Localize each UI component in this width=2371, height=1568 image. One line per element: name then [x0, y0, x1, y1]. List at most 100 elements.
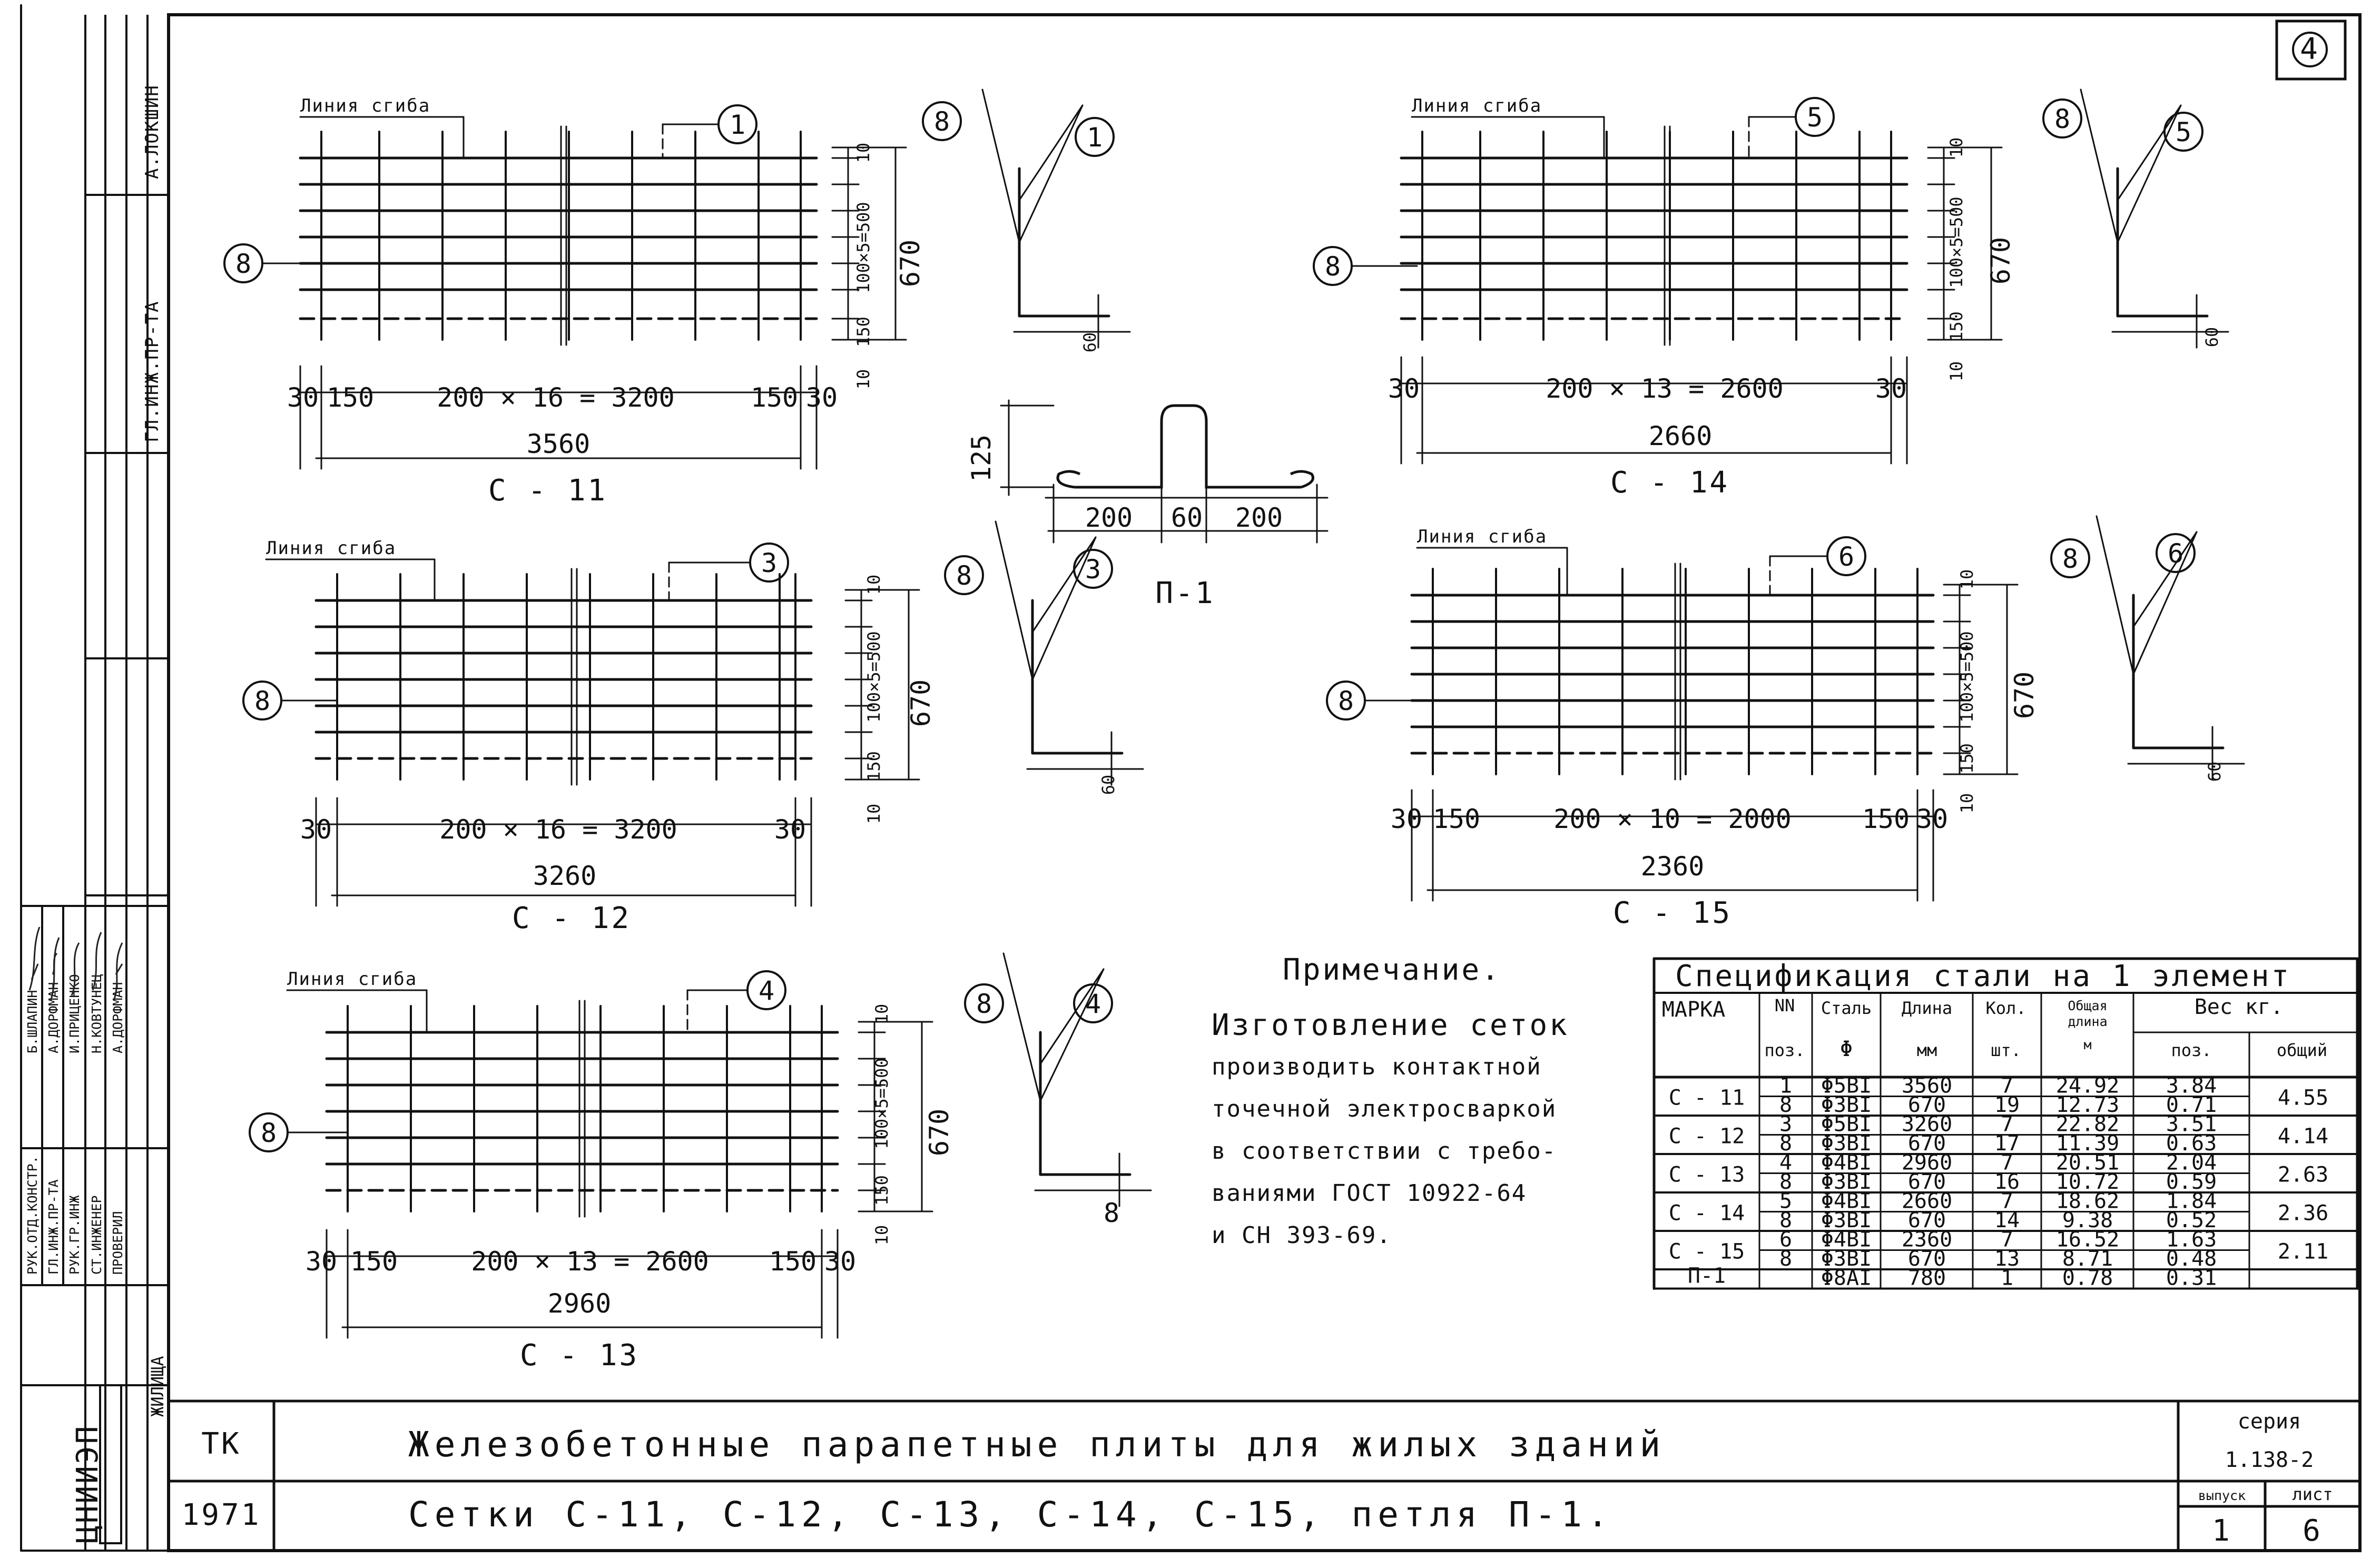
svg-text:150: 150	[1433, 804, 1480, 834]
sheet-number-corner: 4	[2275, 19, 2347, 81]
cross-marker-8: 8	[235, 249, 251, 279]
svg-text:5: 5	[2176, 117, 2191, 147]
spec-cell-w_pos: 0.52	[2166, 1208, 2217, 1232]
svg-text:С - 14: С - 14	[1610, 466, 1729, 500]
spec-total-weight: 4.55	[2278, 1086, 2328, 1110]
sheet-frame	[167, 13, 2362, 1552]
svg-text:100×5=500: 100×5=500	[853, 202, 873, 293]
svg-text:60: 60	[1098, 775, 1118, 795]
svg-text:100×5=500: 100×5=500	[864, 631, 884, 722]
spec-cell-length: 3560	[1902, 1074, 1952, 1098]
spec-cell-length: 780	[1908, 1266, 1946, 1290]
spec-cell-w_pos: 1.84	[2166, 1189, 2217, 1214]
spec-cell-pos: 4	[1779, 1151, 1792, 1175]
spec-mark: С - 13	[1669, 1163, 1745, 1187]
svg-text:8: 8	[976, 989, 992, 1019]
spec-cell-steel: Φ4ВI	[1821, 1151, 1872, 1175]
svg-text:60: 60	[2205, 762, 2225, 782]
spec-cell-length: 670	[1908, 1208, 1946, 1232]
spec-total-weight: 2.11	[2278, 1240, 2328, 1264]
strip-name-top: А.ЛОКШИН	[142, 84, 163, 179]
mesh-c-15-grid	[1364, 515, 2245, 902]
institute-stamp: ЦНИИЭП ЖИЛИЩА	[71, 1356, 168, 1544]
spec-cell-steel: Φ4ВI	[1821, 1228, 1872, 1252]
left-stamp-strip: А.ЛОКШИН ГЛ.ИНЖ.ПР-ТА РУК.ОТД.КОНСТР. ГЛ…	[21, 15, 169, 1551]
svg-text:30: 30	[300, 814, 332, 845]
svg-text:РУК.ГР.ИНЖ: РУК.ГР.ИНЖ	[67, 1195, 82, 1275]
mesh-c-15-drawing: Линия сгиба 6 8 30 150 200 × 10 = 2000 1…	[1326, 515, 2245, 930]
svg-text:100×5=500: 100×5=500	[1957, 631, 1977, 722]
spec-cell-length: 670	[1908, 1131, 1946, 1156]
svg-text:ПРОВЕРИЛ: ПРОВЕРИЛ	[110, 1211, 125, 1275]
svg-text:100×5=500: 100×5=500	[1946, 196, 1966, 288]
rod-marker-1: 1	[730, 110, 745, 140]
svg-text:670: 670	[1985, 237, 2016, 284]
svg-text:10: 10	[853, 143, 873, 163]
svg-text:150: 150	[1946, 311, 1966, 342]
svg-text:Вес кг.: Вес кг.	[2195, 995, 2284, 1019]
svg-text:2660: 2660	[1649, 421, 1712, 451]
svg-text:10: 10	[853, 369, 873, 390]
bend-line-label: Линия сгиба	[300, 95, 430, 116]
svg-text:Линия сгиба: Линия сгиба	[1417, 526, 1547, 547]
spec-mark: С - 12	[1669, 1125, 1745, 1149]
spec-cell-length: 2960	[1902, 1151, 1952, 1175]
svg-text:30: 30	[1916, 804, 1948, 834]
spec-cell-total_len: 9.38	[2062, 1208, 2113, 1232]
svg-text:А.ДОРФМАН: А.ДОРФМАН	[110, 982, 125, 1053]
svg-text:1: 1	[1087, 122, 1103, 153]
svg-text:8: 8	[2062, 544, 2078, 574]
spec-cell-qty: 13	[1994, 1247, 2020, 1271]
svg-text:ваниями ГОСТ 10922-64: ваниями ГОСТ 10922-64	[1212, 1180, 1527, 1207]
svg-text:60: 60	[1080, 332, 1100, 353]
mesh-c-11-drawing: Линия сгиба 1 8 30 150 200 × 16 = 3200 1…	[223, 88, 1131, 508]
svg-text:10: 10	[1957, 793, 1977, 814]
svg-text:4: 4	[759, 975, 774, 1006]
svg-text:Изготовление сеток: Изготовление сеток	[1212, 1008, 1569, 1042]
svg-text:3260: 3260	[533, 861, 596, 891]
spec-cell-steel: Φ5ВI	[1821, 1112, 1872, 1137]
svg-text:670: 670	[906, 679, 936, 727]
spec-cell-steel: Φ8АI	[1821, 1266, 1872, 1290]
svg-text:150: 150	[751, 382, 798, 413]
spec-cell-qty: 7	[2001, 1228, 2013, 1252]
svg-text:150: 150	[350, 1246, 398, 1277]
svg-text:10: 10	[864, 804, 884, 824]
svg-text:10: 10	[872, 1225, 892, 1246]
institute-sub: ЖИЛИЩА	[147, 1356, 168, 1417]
spec-cell-total_len: 11.39	[2056, 1131, 2119, 1156]
svg-text:10: 10	[1957, 569, 1977, 590]
spec-cell-w_pos: 0.31	[2166, 1266, 2217, 1290]
svg-text:выпуск: выпуск	[2198, 1488, 2246, 1503]
spec-total-weight: 2.36	[2278, 1201, 2328, 1226]
spec-cell-length: 2660	[1902, 1189, 1952, 1214]
spec-cell-total_len: 10.72	[2056, 1170, 2119, 1194]
spec-cell-total_len: 24.92	[2056, 1074, 2119, 1098]
svg-text:150: 150	[1957, 743, 1977, 774]
svg-text:10: 10	[1946, 137, 1966, 158]
spec-cell-pos: 8	[1779, 1170, 1792, 1194]
spec-cell-pos: 8	[1779, 1247, 1792, 1271]
spec-cell-length: 670	[1908, 1247, 1946, 1271]
svg-text:8: 8	[254, 686, 270, 716]
svg-text:NN: NN	[1775, 995, 1795, 1015]
svg-text:производить контактной: производить контактной	[1212, 1053, 1542, 1080]
spec-cell-w_pos: 2.04	[2166, 1151, 2217, 1175]
spec-cell-w_pos: 0.48	[2166, 1247, 2217, 1271]
spec-cell-pos: 8	[1779, 1208, 1792, 1232]
svg-text:150: 150	[864, 751, 884, 782]
svg-text:лист: лист	[2292, 1484, 2333, 1504]
spec-title: Спецификация стали на 1 элемент	[1675, 959, 2291, 993]
svg-text:150: 150	[872, 1175, 892, 1206]
svg-text:30: 30	[824, 1246, 856, 1277]
svg-text:200 × 16 = 3200: 200 × 16 = 3200	[437, 382, 675, 413]
svg-text:точечной электросваркой: точечной электросваркой	[1212, 1096, 1557, 1122]
svg-text:10: 10	[872, 1004, 892, 1024]
svg-text:8: 8	[956, 560, 972, 591]
title-sub: Сетки С-11, С-12, С-13, С-14, С-15, петл…	[408, 1494, 1614, 1535]
svg-text:100×5=500: 100×5=500	[872, 1058, 892, 1149]
spec-cell-pos: 5	[1779, 1189, 1792, 1214]
svg-text:60: 60	[1171, 502, 1203, 533]
svg-text:8: 8	[261, 1118, 277, 1148]
